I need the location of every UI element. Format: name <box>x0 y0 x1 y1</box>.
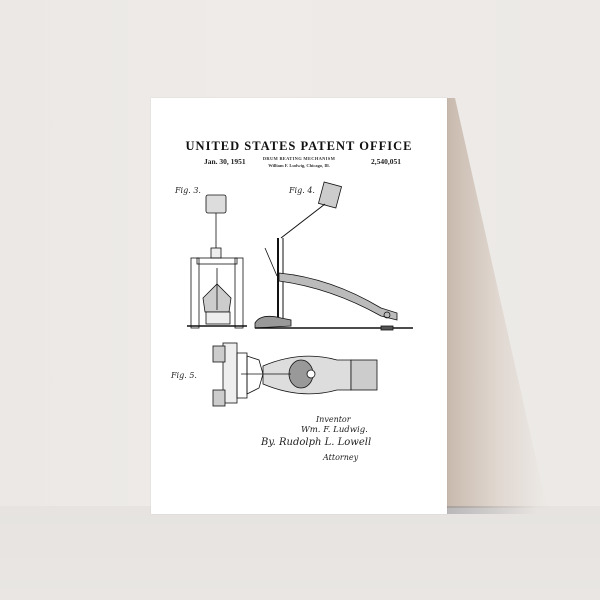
fig4-drawing <box>254 181 413 331</box>
table-surface <box>0 506 600 600</box>
floor-shadow <box>447 506 537 514</box>
attorney-signature: By. Rudolph L. Lowell <box>261 437 372 448</box>
fig3-drawing <box>187 194 247 329</box>
patent-date: Jan. 30, 1951 <box>204 157 246 166</box>
inventor-signature: Wm. F. Ludwig. <box>301 425 368 435</box>
patent-inventor-line: William F. Ludwig, Chicago, Ill. <box>268 163 330 168</box>
patent-office-title: UNITED STATES PATENT OFFICE <box>185 139 413 153</box>
patent-print: UNITED STATES PATENT OFFICE Jan. 30, 195… <box>151 98 447 514</box>
fig4-label: Fig. 4. <box>288 186 315 195</box>
fig5-drawing <box>212 342 378 407</box>
patent-subtitle: DRUM BEATING MECHANISM <box>262 156 336 161</box>
fig5-label: Fig. 5. <box>170 371 197 380</box>
patent-number: 2,540,051 <box>371 157 401 166</box>
attorney-label: Attorney <box>323 453 359 462</box>
inventor-label: Inventor <box>316 415 351 424</box>
patent-drawing: Fig. 3. Fig. 4. Fig. 5. <box>170 181 413 407</box>
fig3-label: Fig. 3. <box>174 186 201 195</box>
